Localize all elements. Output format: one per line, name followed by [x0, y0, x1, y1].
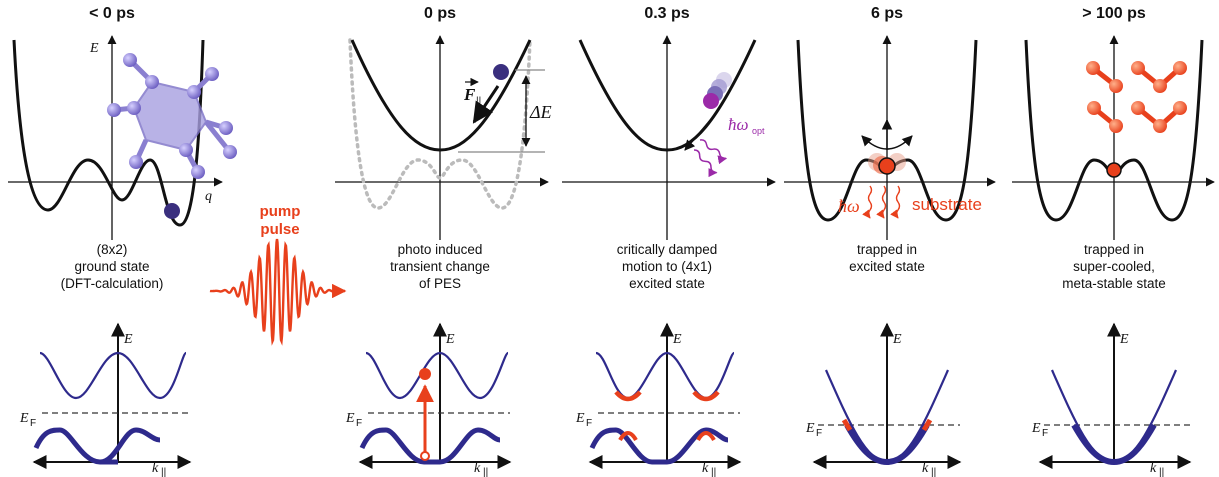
- hw-opt-label: ħω: [728, 115, 749, 134]
- svg-text:F: F: [816, 428, 822, 439]
- pes-panel-100ps: [1012, 35, 1215, 240]
- panel-title-1: 0 ps: [424, 5, 456, 22]
- svg-text:super-cooled,: super-cooled,: [1073, 259, 1155, 274]
- svg-text:F: F: [1042, 428, 1048, 439]
- system-ball: [493, 64, 509, 80]
- pes-panel-0p3ps: ħω opt: [562, 35, 776, 240]
- svg-text:k: k: [152, 461, 159, 476]
- hw-label: ħω: [838, 196, 860, 216]
- panel-title-3: 6 ps: [871, 5, 903, 22]
- svg-text:trapped in: trapped in: [857, 242, 917, 257]
- band-panel-0: E E F k ||: [19, 322, 192, 477]
- svg-text:E: E: [345, 411, 355, 426]
- energy-axis-label: E: [89, 41, 99, 56]
- hw-opt-sub: opt: [752, 126, 765, 136]
- svg-text:E: E: [805, 421, 815, 436]
- lower-band: [33, 427, 161, 465]
- ground-pes-dotted: [348, 38, 532, 210]
- band-panel-1: E E F k ||: [345, 322, 512, 477]
- svg-text:E: E: [19, 411, 29, 426]
- svg-text:transient change: transient change: [390, 259, 490, 274]
- svg-text:||: ||: [483, 467, 488, 477]
- svg-text:||: ||: [711, 467, 716, 477]
- delta-e-label: ΔE: [529, 102, 552, 122]
- band-panel-2: E E F k ||: [575, 322, 742, 477]
- svg-text:excited state: excited state: [629, 276, 705, 291]
- svg-text:E: E: [123, 332, 133, 347]
- structure-4x1: [1086, 61, 1187, 133]
- force-label: F: [463, 85, 476, 104]
- caption-4: trapped in super-cooled, meta-stable sta…: [1062, 242, 1166, 291]
- svg-text:meta-stable state: meta-stable state: [1062, 276, 1166, 291]
- svg-text:k: k: [1150, 461, 1157, 476]
- svg-text:F: F: [30, 418, 36, 429]
- svg-text:||: ||: [931, 467, 936, 477]
- svg-text:E: E: [892, 332, 902, 347]
- svg-text:k: k: [702, 461, 709, 476]
- svg-text:||: ||: [161, 467, 166, 477]
- pes-panel-ground-state: E q: [8, 35, 237, 240]
- svg-text:ground state: ground state: [74, 259, 149, 274]
- svg-text:F: F: [356, 418, 362, 429]
- svg-text:||: ||: [1159, 467, 1164, 477]
- substrate-label: substrate: [912, 195, 982, 214]
- pes-panel-0ps: ΔE F ||: [335, 35, 552, 240]
- svg-text:trapped in: trapped in: [1084, 242, 1144, 257]
- svg-text:(8x2): (8x2): [97, 242, 128, 257]
- caption-1: photo induced transient change of PES: [390, 242, 490, 291]
- q-axis-label: q: [205, 189, 212, 204]
- system-ball: [703, 93, 719, 109]
- pulse-wave: [209, 238, 347, 346]
- phonon-wave-2: [693, 149, 718, 178]
- force-arrow: [472, 85, 500, 124]
- excited-pes: [578, 39, 757, 152]
- panel-title-0: < 0 ps: [89, 5, 135, 22]
- phonon-wave-1: [699, 139, 728, 165]
- system-ball: [878, 157, 896, 175]
- caption-2: critically damped motion to (4x1) excite…: [617, 242, 718, 291]
- svg-text:critically damped: critically damped: [617, 242, 718, 257]
- pump-label-line2: pulse: [260, 221, 299, 238]
- pump-label-line1: pump: [260, 203, 301, 220]
- svg-text:E: E: [445, 332, 455, 347]
- caption-3: trapped in excited state: [849, 242, 925, 274]
- svg-text:photo induced: photo induced: [398, 242, 483, 257]
- band-panel-4: E E F k ||: [1031, 322, 1192, 477]
- excited-pes: [350, 39, 532, 152]
- damped-motion-arrow: [684, 117, 713, 151]
- svg-text:E: E: [1031, 421, 1041, 436]
- pump-pulse: pump pulse: [209, 203, 347, 346]
- force-label-sub: ||: [476, 96, 481, 107]
- panel-title-2: 0.3 ps: [644, 5, 689, 22]
- band-panel-3: E E F k ||: [805, 322, 962, 477]
- svg-text:E: E: [1119, 332, 1129, 347]
- svg-text:(DFT-calculation): (DFT-calculation): [61, 276, 164, 291]
- svg-text:k: k: [474, 461, 481, 476]
- structure-8x2: [107, 53, 237, 179]
- pes-panel-6ps: ħω substrate: [784, 35, 996, 240]
- svg-text:F: F: [586, 418, 592, 429]
- caption-0: (8x2) ground state (DFT-calculation): [61, 242, 164, 291]
- svg-text:motion to (4x1): motion to (4x1): [622, 259, 712, 274]
- svg-text:E: E: [672, 332, 682, 347]
- svg-text:k: k: [922, 461, 929, 476]
- system-ball: [1106, 162, 1122, 178]
- panel-title-4: > 100 ps: [1082, 5, 1146, 22]
- pes-curve: [12, 39, 205, 227]
- upper-band: [39, 351, 188, 400]
- svg-text:excited state: excited state: [849, 259, 925, 274]
- svg-text:E: E: [575, 411, 585, 426]
- svg-text:of PES: of PES: [419, 276, 461, 291]
- system-ball: [164, 203, 180, 219]
